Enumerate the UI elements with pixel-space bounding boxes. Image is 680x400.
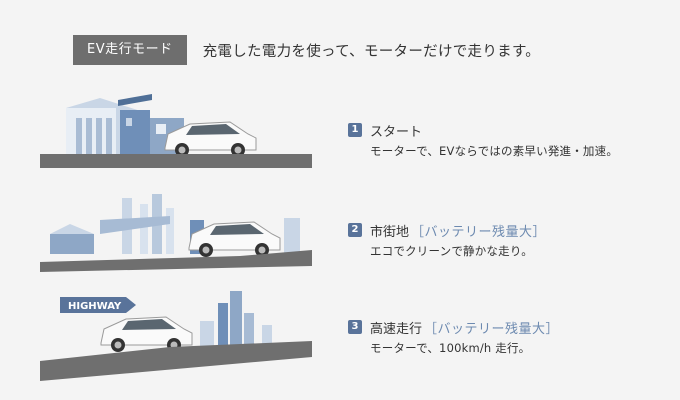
road bbox=[40, 341, 312, 381]
item-description: エコでクリーンで静かな走り。 bbox=[370, 244, 533, 258]
item-tag: ［バッテリー残量大］ bbox=[424, 321, 560, 337]
highway-sign: HIGHWAY bbox=[60, 297, 136, 313]
item-tag: ［バッテリー残量大］ bbox=[411, 224, 547, 240]
ev-mode-badge: EV走行モード bbox=[73, 35, 187, 65]
item-title: 高速走行 bbox=[370, 321, 423, 337]
highway-illustration: HIGHWAY bbox=[40, 291, 312, 381]
item-highway: 3 高速走行 ［バッテリー残量大］ モーターで、100km/h 走行。 bbox=[348, 318, 559, 356]
road bbox=[40, 154, 312, 168]
item-title-row: 1 スタート bbox=[348, 121, 618, 140]
scene-start bbox=[40, 88, 312, 198]
item-title-row: 3 高速走行 ［バッテリー残量大］ bbox=[348, 318, 560, 337]
item-description: モーターで、100km/h 走行。 bbox=[370, 341, 531, 355]
mode-headline: 充電した電力を使って、モーターだけで走ります。 bbox=[202, 43, 541, 60]
city-illustration bbox=[40, 194, 312, 272]
scene-highway: HIGHWAY bbox=[40, 285, 312, 395]
mode-header: EV走行モード 充電した電力を使って、モーターだけで走ります。 bbox=[73, 35, 540, 65]
item-title: スタート bbox=[370, 124, 423, 140]
item-number-badge: 1 bbox=[348, 123, 362, 137]
item-description: モーターで、EVならではの素早い発進・加速。 bbox=[370, 144, 619, 158]
item-title: 市街地 bbox=[370, 224, 410, 240]
item-start: 1 スタート モーターで、EVならではの素早い発進・加速。 bbox=[348, 121, 618, 159]
house-graphic bbox=[66, 94, 184, 154]
scene-city bbox=[40, 190, 312, 300]
item-number-badge: 3 bbox=[348, 320, 362, 334]
car-graphic bbox=[188, 221, 281, 257]
car-graphic bbox=[164, 121, 257, 157]
item-title-row: 2 市街地 ［バッテリー残量大］ bbox=[348, 221, 547, 240]
item-number-badge: 2 bbox=[348, 223, 362, 237]
road bbox=[40, 250, 312, 272]
item-city: 2 市街地 ［バッテリー残量大］ エコでクリーンで静かな走り。 bbox=[348, 221, 546, 259]
highway-sign-text: HIGHWAY bbox=[68, 301, 122, 312]
start-illustration bbox=[40, 94, 312, 168]
